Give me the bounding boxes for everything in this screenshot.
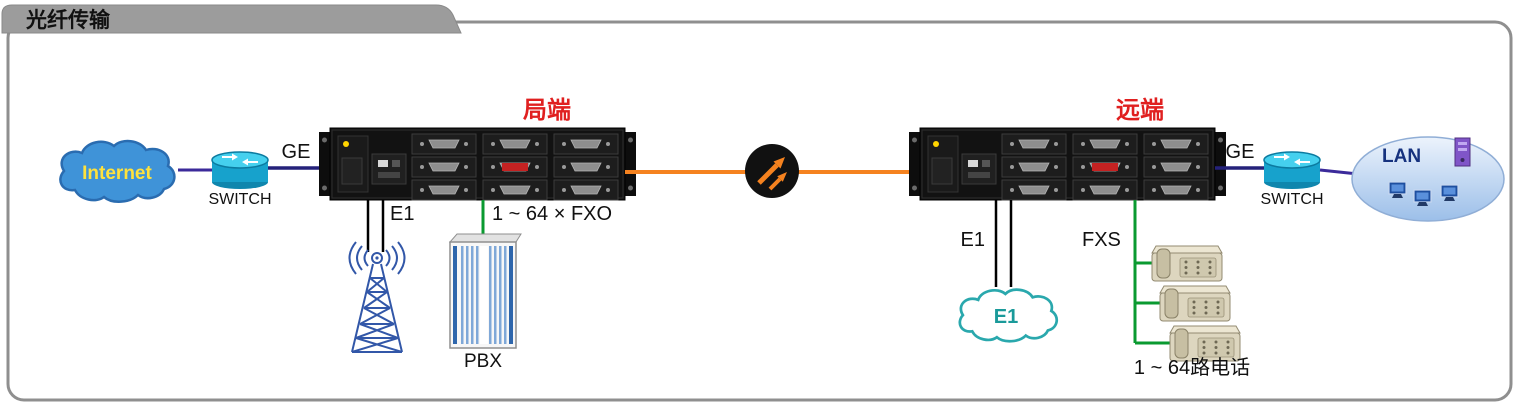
phone-icon-2 (1159, 285, 1231, 322)
fxs-label: FXS (1082, 229, 1121, 251)
phone-icon-1 (1151, 245, 1223, 282)
internet-cloud-icon: Internet (59, 139, 176, 203)
e1-cloud-label: E1 (994, 306, 1018, 328)
switch-left-icon (211, 151, 269, 190)
page-title: 光纤传输 (25, 8, 111, 32)
e1-right-lines (994, 200, 1013, 287)
internet-label: Internet (82, 163, 152, 184)
title-tab: 光纤传输 (1, 4, 462, 34)
e1-left-label: E1 (390, 203, 414, 225)
switch-left-label: SWITCH (208, 191, 271, 208)
e1-left-lines (366, 200, 385, 252)
device-right (909, 128, 1226, 200)
lan-label: LAN (1382, 146, 1421, 167)
e1-right-label: E1 (961, 229, 985, 251)
fxs-lines (1133, 200, 1170, 345)
pbx-label: PBX (464, 351, 502, 372)
pbx-cabinet-icon (448, 233, 522, 349)
fiber-icon (745, 144, 799, 198)
ge-left-label: GE (282, 141, 311, 163)
phones-label: 1 ~ 64路电话 (1134, 356, 1250, 379)
server-icon (1454, 137, 1471, 167)
device-left (319, 128, 636, 200)
fxo-label: 1 ~ 64 × FXO (492, 203, 612, 225)
switch-right-label: SWITCH (1260, 191, 1323, 208)
lan-network-icon: LAN (1351, 136, 1505, 222)
e1-cloud-icon: E1 (958, 288, 1059, 343)
diagram-border (6, 20, 1513, 402)
ge-right-label: GE (1226, 141, 1255, 163)
switch-lan-link (1319, 168, 1359, 176)
radio-tower-icon (348, 241, 406, 353)
phone-icon-3 (1169, 325, 1241, 362)
switch-right-icon (1263, 151, 1321, 190)
device-left-label: 局端 (523, 97, 571, 124)
device-right-label: 远端 (1116, 97, 1164, 124)
